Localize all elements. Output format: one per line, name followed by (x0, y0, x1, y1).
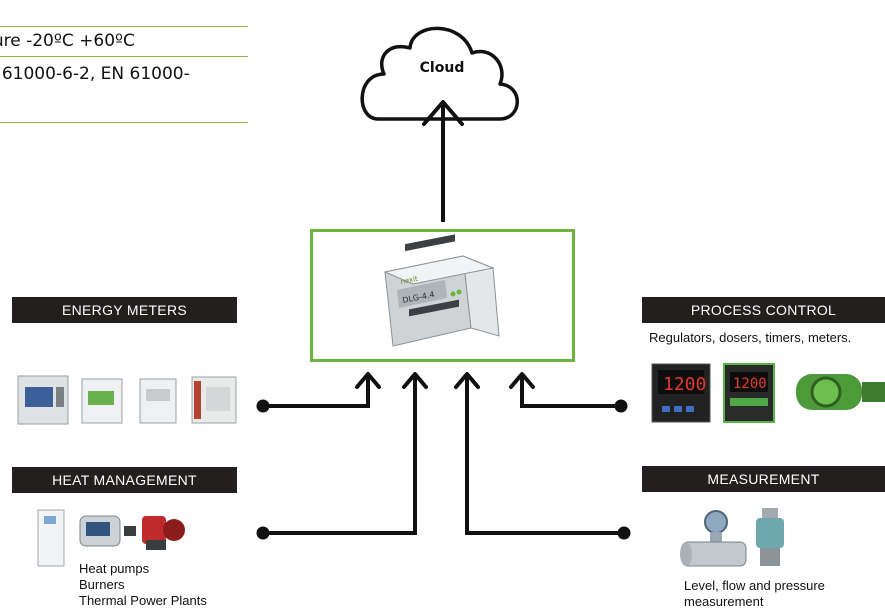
spec-divider-top (0, 26, 248, 27)
spec-temperature: Temperature -20ºC +60ºC (0, 31, 135, 51)
measurement-label: MEASUREMENT (642, 466, 885, 492)
measurement-caption: Level, flow and pressure measurement (684, 578, 884, 610)
heat-management-items: Heat pumps Burners Thermal Power Plants (79, 561, 259, 609)
heat-pump-burner-icon (37, 509, 185, 567)
heat-management-devices (36, 508, 196, 568)
measurement-line (465, 376, 624, 535)
cloud-icon (360, 26, 519, 121)
energy-meters-arrowhead (355, 372, 381, 389)
measurement-caption-line1: Level, flow and pressure (684, 578, 825, 593)
data-logger-hub: DLG-4.4 nexit (310, 229, 575, 362)
heat-management-line (263, 376, 417, 535)
process-control-subtitle: Regulators, dosers, timers, meters. (649, 330, 852, 345)
heat-management-label: HEAT MANAGEMENT (12, 467, 237, 493)
process-controllers-icon: 1200 1200 (651, 363, 885, 423)
spec-standards: EN 61000-6-2, EN 61000- (0, 64, 190, 84)
heat-item-thermal-plants: Thermal Power Plants (79, 593, 207, 608)
cloud-arrowhead (422, 100, 464, 126)
energy-meters-label: ENERGY METERS (12, 297, 237, 323)
process-control-arrowhead (509, 372, 535, 389)
process-control-label: PROCESS CONTROL (642, 297, 885, 323)
measurement-arrowhead (454, 372, 480, 389)
energy-meter-devices (16, 373, 241, 428)
data-logger-device-icon: DLG-4.4 nexit (383, 234, 500, 347)
energy-meters-icon (17, 375, 237, 425)
controller-1-display: 1200 (663, 374, 706, 395)
spec-divider-middle (0, 56, 248, 57)
heat-item-burners: Burners (79, 577, 125, 592)
process-control-line (520, 376, 621, 408)
heat-item-heat-pumps: Heat pumps (79, 561, 150, 576)
flow-level-sensor-icon (680, 508, 784, 567)
spec-divider-bottom (0, 122, 248, 123)
cloud-label: Cloud (419, 60, 465, 76)
measurement-caption-line2: measurement (684, 594, 764, 609)
controller-2-display: 1200 (733, 376, 767, 392)
measurement-devices (676, 506, 796, 576)
heat-management-arrowhead (402, 372, 428, 389)
process-control-devices: 1200 1200 (650, 360, 885, 426)
device-brand-text: nexit (400, 275, 419, 286)
energy-meters-line (263, 376, 370, 408)
